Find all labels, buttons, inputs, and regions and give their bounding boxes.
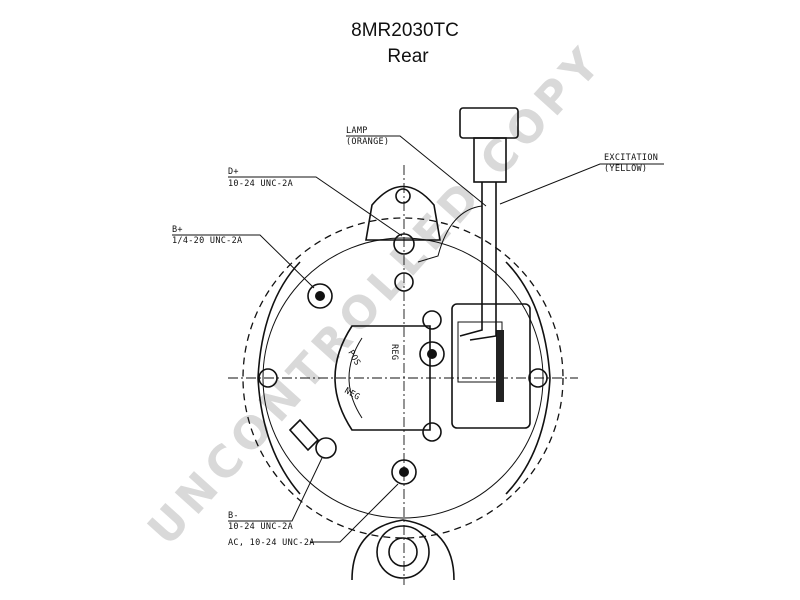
regulator-label-strip [496, 330, 504, 402]
b-minus-bracket [288, 418, 320, 452]
housing-outline [242, 217, 564, 539]
ac-callout: AC, 10-24 UNC-2A [228, 538, 315, 548]
b-plus-terminal-core [315, 291, 325, 301]
center-terminal [419, 341, 445, 367]
left-shroud [257, 261, 301, 495]
excitation-callout-title: EXCITATION [604, 153, 658, 163]
upper-regulator-screw [422, 310, 442, 330]
rectifier-inner-arc [348, 337, 363, 419]
b-plus-leader-line [172, 234, 315, 289]
connector-body [473, 137, 507, 183]
left-ear-hole [258, 368, 278, 388]
part-number-title: 8MR2030TC [351, 20, 459, 41]
reg-mark: REG [389, 344, 399, 360]
d-plus-callout-thread: 10-24 UNC-2A [228, 179, 293, 189]
lamp-wire [459, 182, 483, 337]
d-plus-leader-line [228, 176, 403, 237]
b-plus-terminal [307, 283, 333, 309]
excitation-leader-line [499, 163, 664, 205]
lamp-callout-title: LAMP [346, 126, 368, 136]
ac-terminal-core [399, 467, 409, 477]
excitation-callout-color: (YELLOW) [604, 164, 647, 174]
bottom-boss-hole [388, 537, 418, 567]
upper-stud [394, 272, 414, 292]
bottom-boss-outer [376, 525, 430, 579]
center-terminal-core [427, 349, 437, 359]
lower-regulator-screw [422, 422, 442, 442]
watermark-text: UNCONTROLLED COPY [138, 35, 614, 555]
ac-leader-line [310, 483, 399, 543]
inner-housing [262, 237, 544, 519]
b-plus-callout-title: B+ [172, 225, 183, 235]
b-minus-leader-line [228, 457, 323, 522]
lamp-leader-line [346, 135, 487, 207]
view-label: Rear [387, 46, 429, 67]
regulator-body [451, 303, 531, 429]
neg-mark: NEG [343, 386, 362, 403]
b-minus-callout-thread: 10-24 UNC-2A [228, 522, 293, 532]
b-minus-callout-title: B- [228, 511, 239, 521]
excitation-wire [469, 182, 497, 341]
top-mounting-ear [365, 185, 441, 241]
harness-lead [417, 205, 483, 263]
ac-terminal [391, 459, 417, 485]
d-plus-terminal [393, 233, 415, 255]
rectifier-plate [334, 325, 431, 431]
b-minus-terminal [315, 437, 337, 459]
b-plus-callout-thread: 1/4-20 UNC-2A [172, 236, 242, 246]
right-ear-hole [528, 368, 548, 388]
top-ear-hole [395, 188, 411, 204]
right-shroud [505, 261, 551, 495]
lamp-callout-color: (ORANGE) [346, 137, 389, 147]
d-plus-callout-title: D+ [228, 167, 239, 177]
bottom-mounting-boss [351, 519, 455, 581]
